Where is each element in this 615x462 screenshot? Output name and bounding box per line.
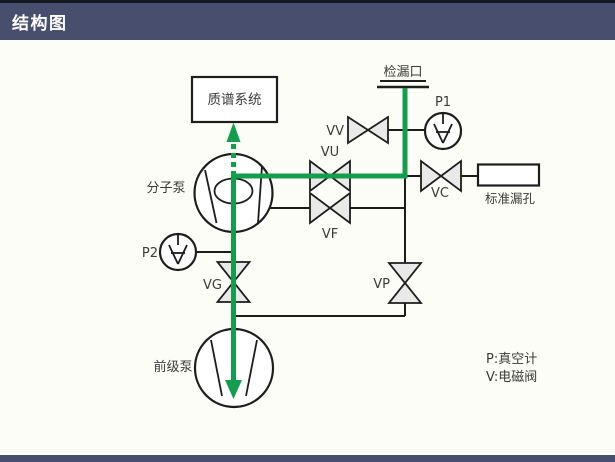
backing-pump-blade-right bbox=[245, 339, 258, 397]
p2-gauge bbox=[158, 232, 198, 272]
vv-label: VV bbox=[326, 124, 344, 139]
legend-gauge-line: P:真空计 bbox=[486, 352, 537, 367]
valve-vv-left-triangle bbox=[347, 115, 370, 145]
valve-vp-top-triangle bbox=[387, 262, 423, 285]
backing-pump-label: 前级泵 bbox=[153, 359, 192, 375]
title-bar: 结构图 bbox=[0, 3, 615, 40]
vu-label: VU bbox=[321, 145, 339, 160]
legend-valve-line: V:电磁阀 bbox=[486, 370, 537, 385]
flow-arrow-up-head bbox=[226, 122, 241, 142]
p1-gauge-circle bbox=[423, 111, 463, 151]
footer-accent-bar bbox=[0, 455, 615, 462]
backing-pump-blade-left bbox=[210, 339, 223, 397]
mass-spec-label: 质谱系统 bbox=[208, 92, 262, 108]
p1-gauge-side-right bbox=[442, 123, 453, 144]
mass-spec-box bbox=[190, 75, 279, 124]
standard-leak-box bbox=[476, 163, 541, 187]
valve-vf bbox=[309, 191, 351, 225]
p1-label: P1 bbox=[435, 95, 451, 110]
p1-gauge bbox=[423, 111, 463, 151]
vc-label: VC bbox=[431, 186, 449, 201]
valve-vc-left-triangle bbox=[420, 159, 443, 193]
p2-gauge-side-right bbox=[177, 244, 188, 265]
p2-gauge-circle bbox=[158, 232, 198, 272]
p2-label: P2 bbox=[142, 246, 158, 261]
valve-vv bbox=[347, 115, 389, 145]
page-title: 结构图 bbox=[12, 14, 68, 34]
valve-vf-left-triangle bbox=[309, 191, 332, 225]
valve-vf-right-triangle bbox=[328, 191, 351, 225]
p1-gauge-side-left bbox=[433, 123, 444, 144]
molecular-pump-blade-left bbox=[204, 169, 218, 224]
valve-vp bbox=[387, 262, 423, 304]
molecular-pump-label: 分子泵 bbox=[146, 181, 185, 196]
flow-green-main bbox=[233, 88, 408, 179]
valve-vp-bottom-triangle bbox=[387, 281, 423, 304]
standard-leak-label: 标准漏孔 bbox=[485, 191, 536, 206]
valve-vc bbox=[420, 159, 462, 193]
vp-label: VP bbox=[373, 277, 390, 292]
vg-label: VG bbox=[203, 278, 222, 293]
p2-gauge-side-left bbox=[168, 244, 179, 265]
flow-arrow-down-head bbox=[225, 380, 242, 399]
valve-vc-right-triangle bbox=[439, 159, 462, 193]
vf-label: VF bbox=[322, 227, 338, 242]
leak-port-label: 检漏口 bbox=[383, 64, 422, 80]
valve-vv-right-triangle bbox=[366, 115, 389, 145]
top-accent-strip bbox=[0, 0, 615, 3]
